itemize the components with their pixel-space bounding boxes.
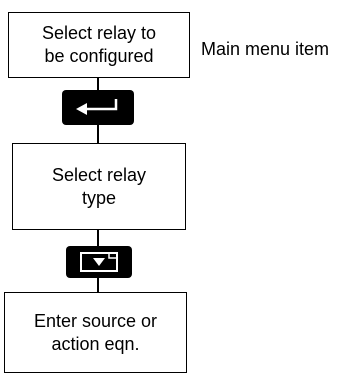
main-menu-item-label: Main menu item [201,39,330,59]
step-text-line: Select relay [51,164,147,185]
page-down-key-icon [66,246,132,278]
step-enter-source: Enter source or action eqn. [4,292,187,373]
step-text-line: action eqn. [51,333,140,354]
step-select-relay-type: Select relay type [12,143,186,230]
step-text-line: type [81,187,117,208]
step-text-line: Select relay to [41,23,157,43]
enter-key-icon [62,90,134,125]
step-text-line: Enter source or [33,310,158,331]
step-select-relay: Select relay to be configured [8,12,190,78]
step-text-line: be configured [44,46,154,66]
